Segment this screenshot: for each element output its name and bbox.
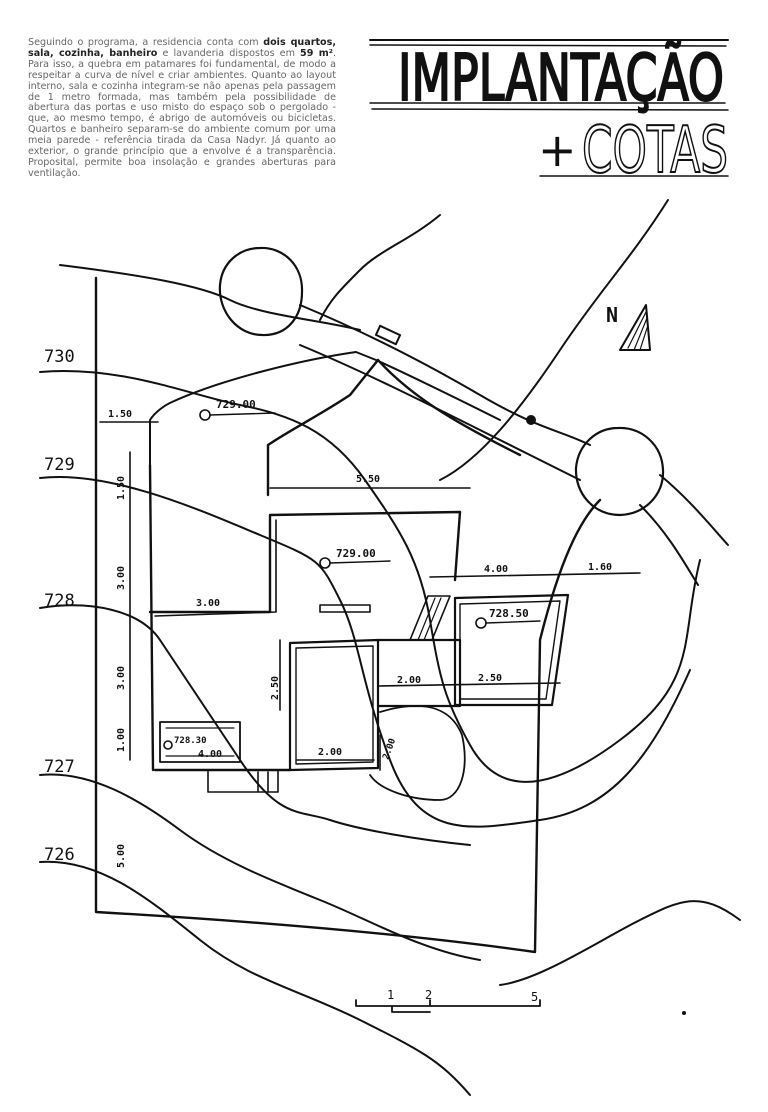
dim-label-4: 3.00 <box>116 566 127 590</box>
marker-dot <box>526 415 536 425</box>
scale-label-5: 5 <box>531 990 538 1004</box>
dim-label-6: 1.60 <box>588 562 612 573</box>
dimension-lines <box>99 421 641 771</box>
dim-label-14: 2.00 <box>318 747 342 758</box>
dim-label-16: 5.00 <box>116 844 127 868</box>
title-line2: COTAS <box>582 114 728 188</box>
dim-label-2: 1.50 <box>116 476 127 500</box>
dim-label-7: 3.00 <box>196 598 220 609</box>
dim-label-11: 2.50 <box>478 673 502 684</box>
title-plus: + <box>538 123 577 177</box>
level-label-4: 728.30 <box>174 736 207 746</box>
level-labels: 729.00 729.00 728.50 728.30 <box>174 398 529 746</box>
contour-label-728: 728 <box>44 591 75 611</box>
dimension-labels: 1.50 1.50 5.50 3.00 4.00 1.60 3.00 3.00 … <box>108 409 612 868</box>
level-label-3: 728.50 <box>489 607 529 620</box>
dim-label-12: 1.00 <box>116 728 127 752</box>
contour-label-726: 726 <box>44 845 75 865</box>
level-markers <box>163 409 541 750</box>
north-arrow: N <box>606 303 651 351</box>
dim-label-10: 2.00 <box>397 675 421 686</box>
scale-label-1: 1 <box>387 988 394 1002</box>
scale-dot <box>682 1011 686 1015</box>
building-plan <box>148 358 570 801</box>
contour-label-730: 730 <box>44 347 75 367</box>
scale-bar: 1 2 5 <box>355 988 686 1015</box>
dim-label-1: 1.50 <box>108 409 132 420</box>
title-block: IMPLANTAÇÃO + COTAS <box>369 39 729 189</box>
trees <box>218 246 665 517</box>
access-road <box>299 304 729 586</box>
dim-label-8: 3.00 <box>116 666 127 690</box>
scale-label-2: 2 <box>425 988 432 1002</box>
title-line1: IMPLANTAÇÃO <box>398 41 724 116</box>
north-label: N <box>606 303 618 327</box>
dim-label-13: 4.00 <box>198 749 222 760</box>
lot-boundary <box>94 276 602 954</box>
description-text: Seguindo o programa, a residencia conta … <box>28 37 337 179</box>
contour-label-729: 729 <box>44 455 75 475</box>
level-label-1: 729.00 <box>216 398 256 411</box>
contour-labels: 730 729 728 727 726 <box>44 347 75 865</box>
contour-label-727: 727 <box>44 757 75 777</box>
dim-label-9: 2.50 <box>270 676 281 700</box>
dim-label-5: 4.00 <box>484 564 508 575</box>
level-label-2: 729.00 <box>336 547 376 560</box>
dim-label-3: 5.50 <box>356 474 380 485</box>
